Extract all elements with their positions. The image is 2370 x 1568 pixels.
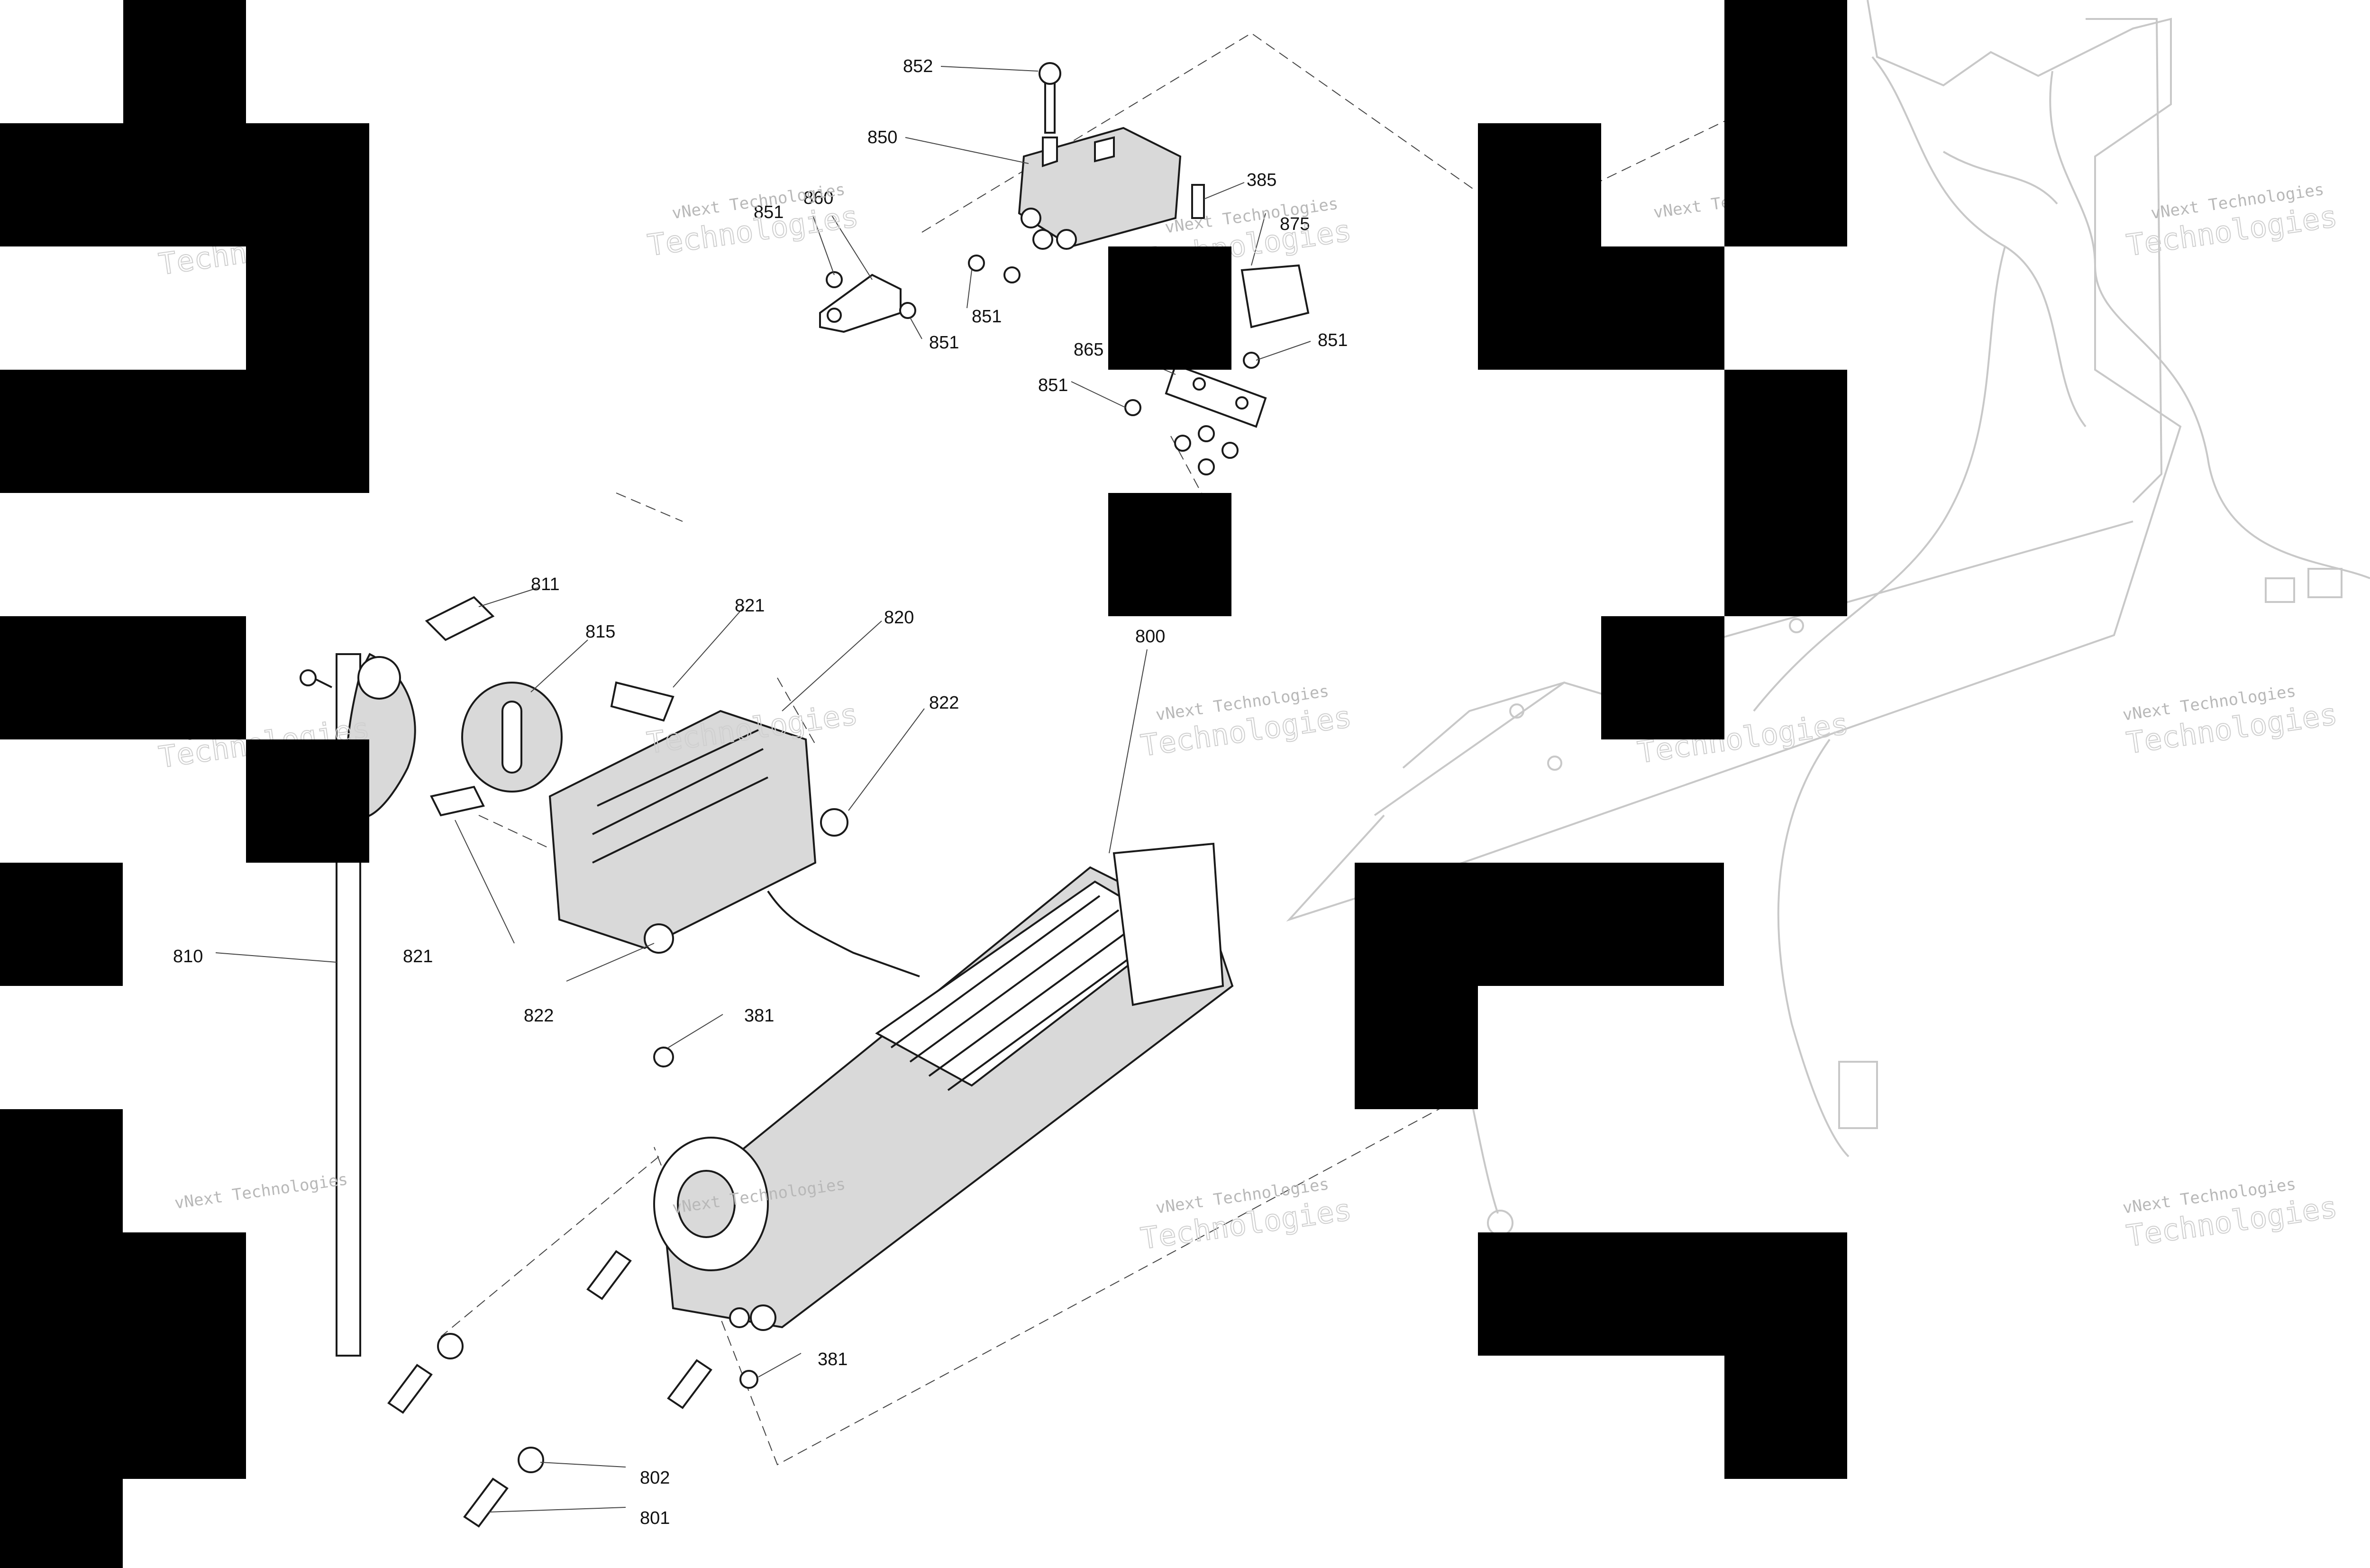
winch-body — [653, 842, 1234, 1329]
callout-385: 385 — [1247, 170, 1276, 190]
redaction-block — [0, 616, 246, 739]
fairlead-parts — [425, 596, 848, 954]
callout-802: 802 — [640, 1468, 670, 1488]
callout-822: 822 — [524, 1006, 554, 1026]
redaction-block — [1355, 986, 1478, 1109]
solenoid-assembly — [819, 62, 1310, 475]
redaction-block — [1478, 123, 1601, 370]
callout-labels: 852 850 851 860 385 875 851 851 865 851 … — [173, 56, 1348, 1528]
watermark-text: vNext Technologies — [173, 1170, 349, 1213]
callout-801: 801 — [640, 1508, 670, 1528]
redaction-block — [1601, 246, 1724, 370]
callout-865: 865 — [1074, 340, 1103, 360]
callout-851: 851 — [754, 202, 784, 222]
redaction-block — [0, 863, 123, 986]
redaction-block — [1724, 1356, 1847, 1479]
redaction-block — [1724, 0, 1847, 246]
callout-821: 821 — [403, 947, 433, 966]
redaction-block — [246, 246, 369, 370]
callout-821: 821 — [735, 596, 765, 616]
callout-381: 381 — [744, 1006, 774, 1026]
fasteners — [387, 1250, 776, 1528]
callout-381: 381 — [818, 1349, 848, 1369]
redaction-block — [1355, 863, 1724, 986]
redaction-block — [123, 0, 246, 123]
callout-852: 852 — [903, 56, 933, 76]
callout-810: 810 — [173, 947, 203, 966]
redaction-block — [0, 1479, 123, 1568]
redaction-blocks — [0, 0, 1847, 1568]
redaction-block — [1108, 246, 1231, 370]
callout-860: 860 — [803, 188, 833, 208]
redaction-block — [1601, 616, 1724, 739]
callout-851: 851 — [1038, 375, 1068, 395]
leader-lines — [215, 66, 1311, 1513]
callout-811: 811 — [531, 574, 560, 594]
redaction-block — [1478, 1232, 1847, 1356]
callout-875: 875 — [1280, 214, 1310, 234]
redaction-block — [1724, 370, 1847, 616]
redaction-block — [0, 370, 369, 493]
callout-822: 822 — [929, 693, 959, 713]
callout-850: 850 — [867, 128, 897, 147]
redaction-block — [1108, 493, 1231, 616]
callout-851: 851 — [1318, 330, 1348, 350]
redaction-block — [0, 1232, 246, 1479]
redaction-block — [246, 739, 369, 863]
callout-851: 851 — [929, 333, 959, 353]
callout-800: 800 — [1135, 627, 1165, 647]
callout-851: 851 — [972, 307, 1002, 327]
redaction-block — [0, 123, 369, 246]
vehicle-frame-ghost — [1286, 0, 2370, 1236]
callout-820: 820 — [884, 608, 914, 628]
redaction-block — [0, 1109, 123, 1232]
callout-815: 815 — [585, 622, 615, 642]
